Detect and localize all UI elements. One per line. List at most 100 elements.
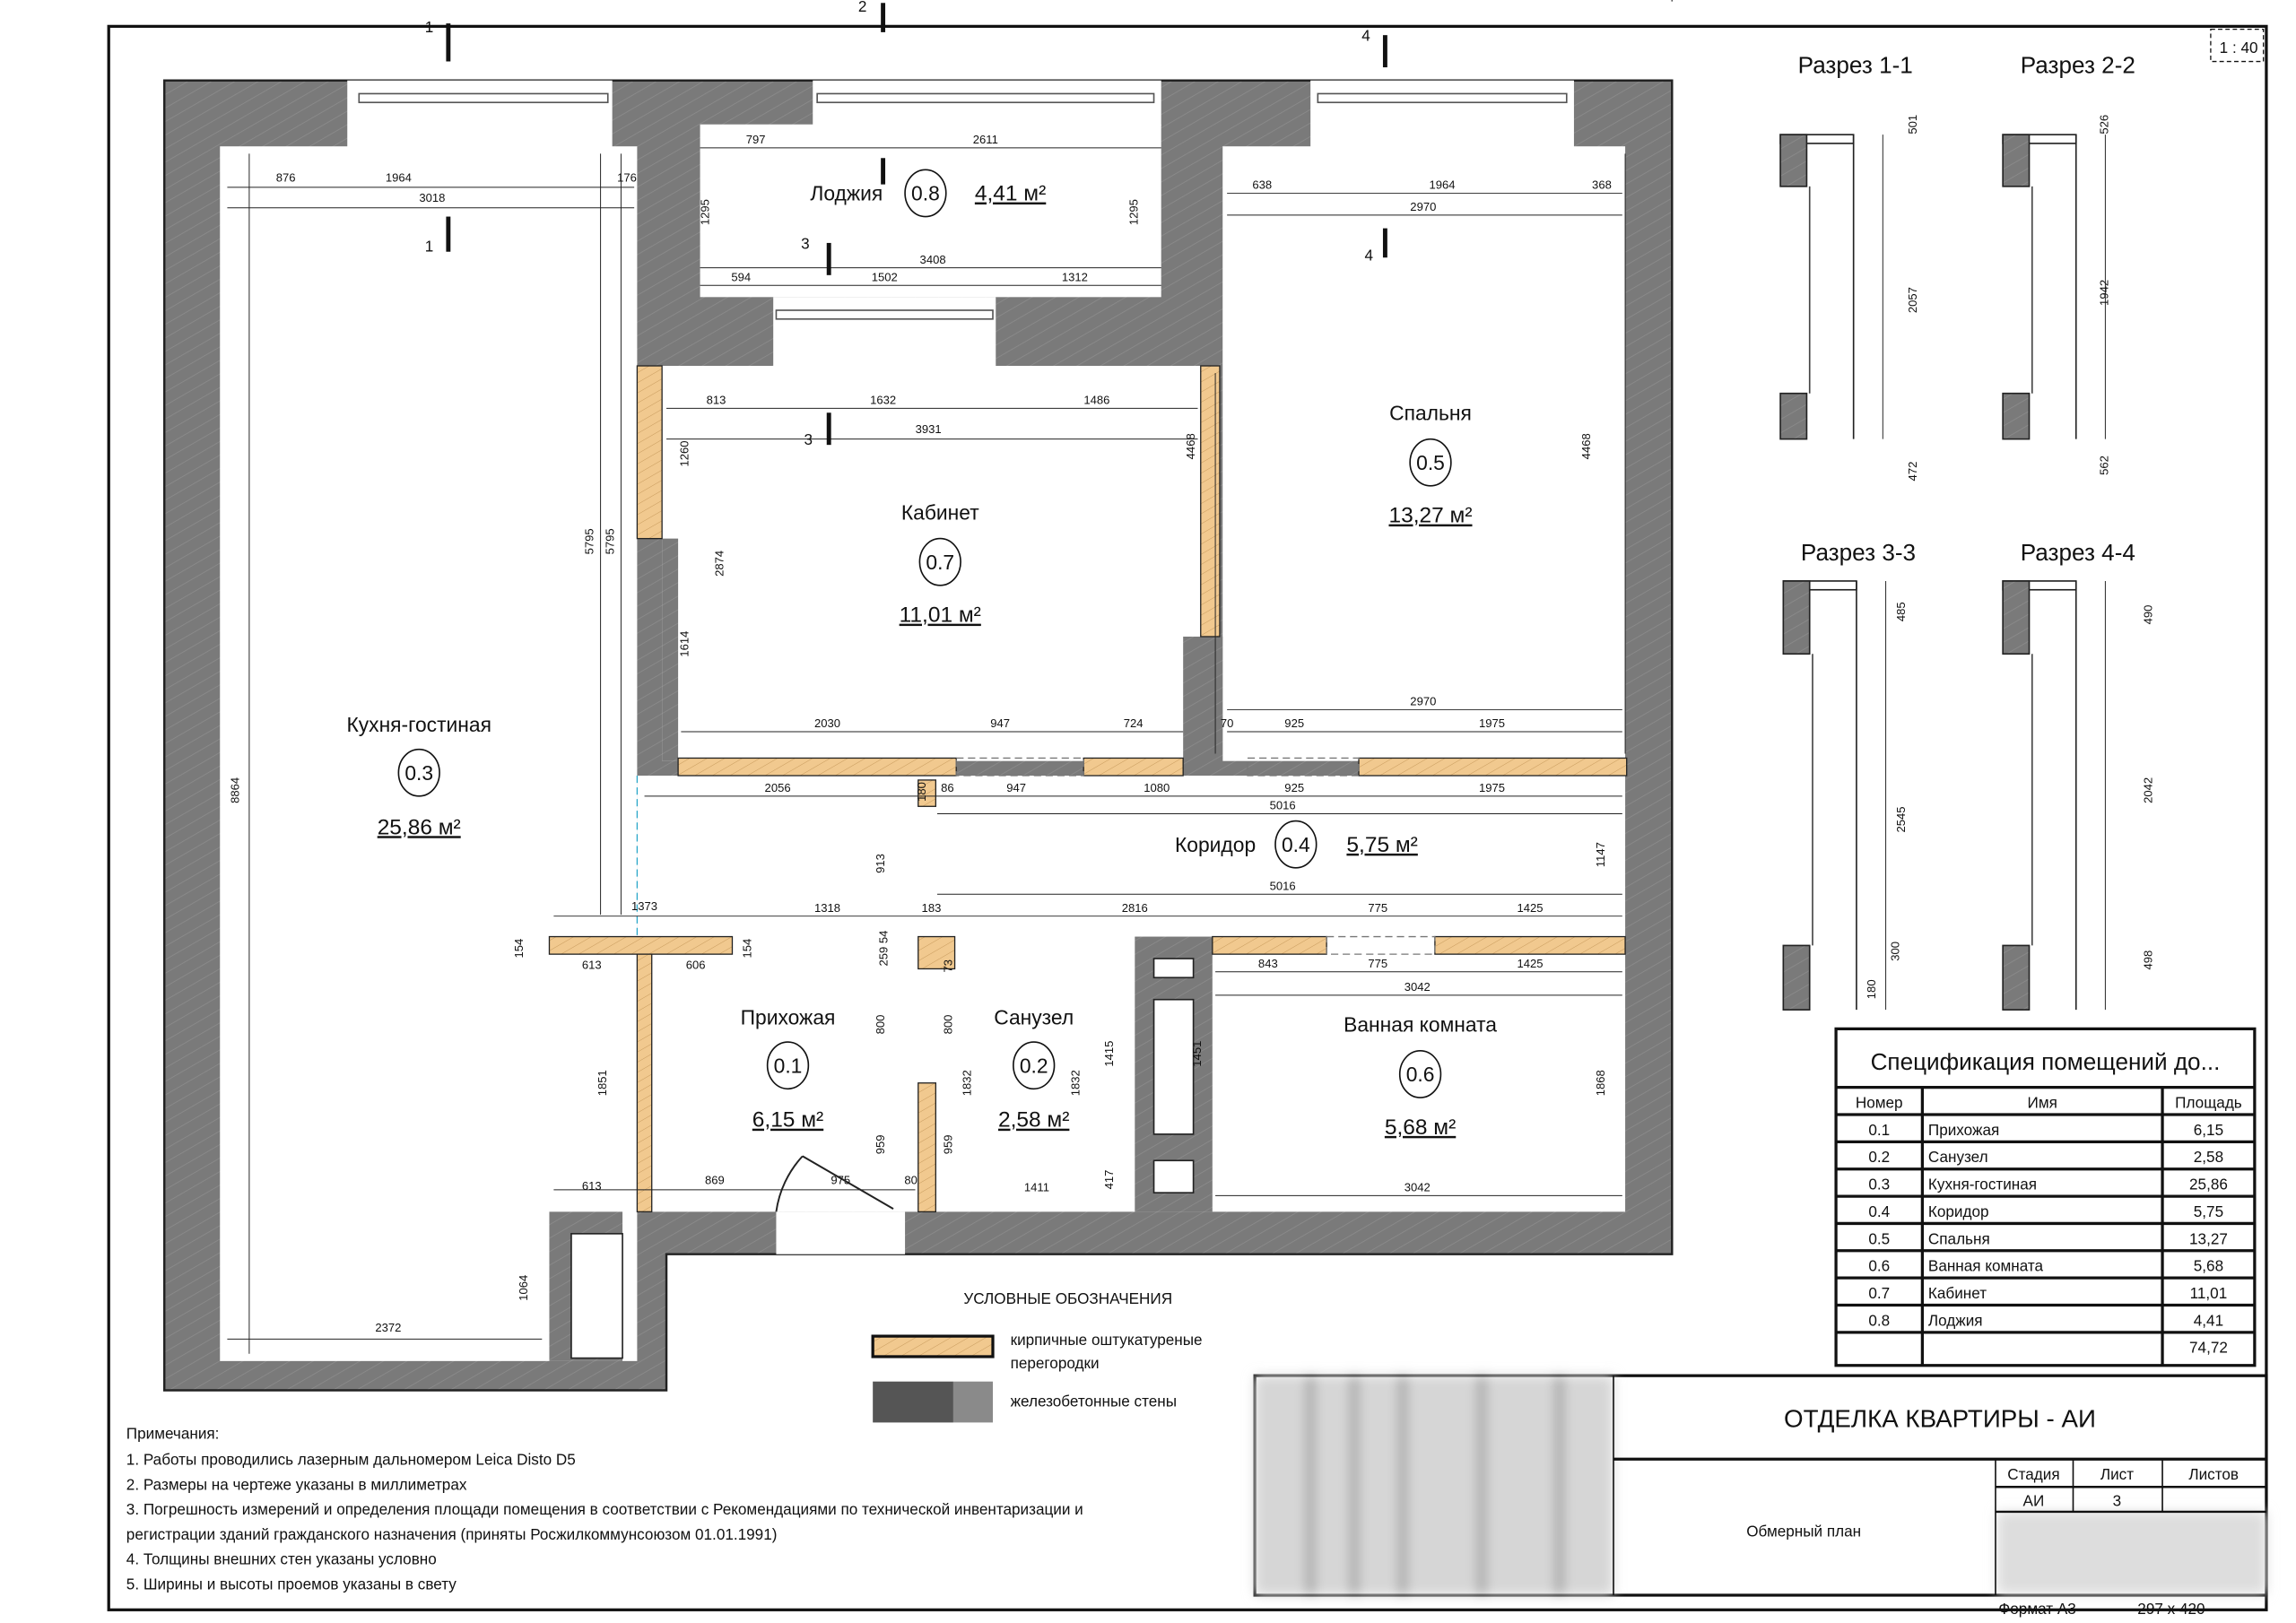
dimension-label: 876: [276, 170, 296, 184]
dimension-label: 1851: [596, 1070, 609, 1096]
room-name: Лоджия: [810, 182, 883, 205]
legend-concrete-label: железобетонные стены: [1011, 1392, 1178, 1410]
dimension-label: 1832: [961, 1070, 974, 1096]
project-title: ОТДЕЛКА КВАРТИРЫ - АИ: [1784, 1404, 2096, 1432]
section-mark-label: 4: [1361, 27, 1370, 45]
dimension-label: 775: [1368, 901, 1387, 915]
dimension-label: 638: [1252, 178, 1272, 192]
scale-text: 1 : 40: [2220, 39, 2258, 56]
spec-cell: 0.4: [1868, 1202, 1890, 1220]
section-dimension: 2057: [1906, 287, 1919, 313]
sheets-label: Листов: [2188, 1465, 2239, 1483]
dimension-label: 2970: [1410, 695, 1436, 708]
dimension-label: 594: [731, 270, 751, 283]
windows: [358, 0, 1674, 320]
note-item: 1. Работы проводились лазерным дальномер…: [126, 1451, 576, 1469]
dimension-label: 975: [831, 1173, 850, 1186]
dimension-label: 947: [1006, 781, 1026, 794]
dimension-label: 80: [904, 1173, 918, 1186]
dimension-label: 1064: [517, 1275, 530, 1301]
dimension-label: 1147: [1594, 842, 1607, 867]
spec-cell: 5,75: [2194, 1202, 2223, 1220]
sheet-name: Обмерный план: [1746, 1523, 1861, 1541]
note-item: 3. Погрешность измерений и определения п…: [126, 1500, 1083, 1518]
dimension-label: 1425: [1517, 901, 1543, 915]
dimension-label: 1632: [870, 393, 896, 406]
dimension-label: 259 54: [876, 931, 890, 967]
spec-cell: 0.7: [1868, 1284, 1890, 1302]
room-name: Санузел: [994, 1005, 1074, 1028]
dimension-label: 613: [582, 958, 602, 971]
room-area: 4,41 м²: [975, 182, 1046, 206]
room-number: 0.8: [911, 182, 940, 205]
section-mark-label: 1: [425, 238, 434, 256]
spec-cell: 6,15: [2194, 1121, 2223, 1139]
dimension-label: 1312: [1062, 270, 1088, 283]
dimension-label: 1486: [1083, 393, 1109, 406]
spec-cell: 4,41: [2194, 1311, 2223, 1329]
section-cut-lines: [446, 3, 1387, 446]
dimension-label: 5016: [1270, 799, 1296, 812]
room-area: 5,68 м²: [1385, 1115, 1456, 1140]
section-mark-label: 3: [801, 234, 810, 252]
dimension-label: 843: [1258, 957, 1278, 970]
section-title: Разрез 1-1: [1798, 52, 1913, 79]
dimension-label: 1614: [678, 631, 691, 657]
dimension-label: 154: [512, 939, 526, 959]
entrance-door-swing: [775, 1155, 894, 1212]
dimension-label: 8864: [228, 777, 241, 803]
dimension-label: 800: [941, 1015, 954, 1035]
spec-cell: 2,58: [2194, 1148, 2223, 1166]
section-title: Разрез 3-3: [1801, 539, 1916, 566]
spec-cell: Санузел: [1928, 1148, 1988, 1166]
section-dimension: 2545: [1894, 806, 1908, 832]
spec-cell: Имя: [2028, 1094, 2057, 1112]
dimension-label: 417: [1102, 1170, 1116, 1190]
dimension-label: 925: [1284, 781, 1304, 794]
dimension-label: 1502: [872, 270, 898, 283]
dimension-label: 1080: [1144, 781, 1170, 794]
spec-cell: 0.3: [1868, 1176, 1890, 1193]
dimension-label: 925: [1284, 716, 1304, 730]
room-area: 25,86 м²: [378, 815, 461, 839]
legend-brick-swatch: [871, 1334, 995, 1358]
dimension-label: 2970: [1410, 200, 1436, 213]
note-item: 2. Размеры на чертеже указаны в миллимет…: [126, 1475, 467, 1493]
legend-brick-label-2: перегородки: [1011, 1354, 1100, 1372]
dimension-label: 3018: [419, 191, 445, 204]
dimension-label: 1425: [1517, 957, 1543, 970]
sheet-value: 3: [2113, 1491, 2122, 1509]
spec-row: 74,72: [1836, 1331, 2255, 1357]
stage-value: АИ: [2023, 1491, 2045, 1509]
dimension-label: 3408: [920, 253, 946, 266]
spec-cell: 74,72: [2189, 1339, 2228, 1357]
dimension-label: 613: [582, 1179, 602, 1193]
room-number-circle: [397, 748, 440, 797]
spec-cell: 0.2: [1868, 1148, 1890, 1166]
section-dimension: 498: [2142, 950, 2155, 970]
note-item: 4. Толщины внешних стен указаны условно: [126, 1550, 437, 1568]
room-name: Спальня: [1389, 401, 1472, 424]
dimension-label: 3931: [916, 422, 942, 436]
dimension-label: 154: [741, 939, 754, 959]
dimension-label: 180: [915, 782, 928, 802]
section-mark-label: 3: [804, 430, 813, 448]
section-dimension: 501: [1906, 115, 1919, 135]
section-dimension: 490: [2142, 605, 2155, 625]
dimension-label: 1411: [1024, 1181, 1049, 1194]
title-block: ОТДЕЛКА КВАРТИРЫ - АИ Обмерный план Стад…: [1253, 1374, 2268, 1618]
dimension-label: 1964: [386, 170, 412, 184]
room-number: 0.3: [404, 761, 433, 785]
redacted-signatures: [1255, 1376, 2266, 1595]
dimension-label: 2874: [713, 551, 726, 577]
dimension-label: 5016: [1270, 879, 1296, 892]
dimension-label: 1975: [1479, 716, 1505, 730]
spec-cell: Ванная комната: [1928, 1257, 2044, 1275]
